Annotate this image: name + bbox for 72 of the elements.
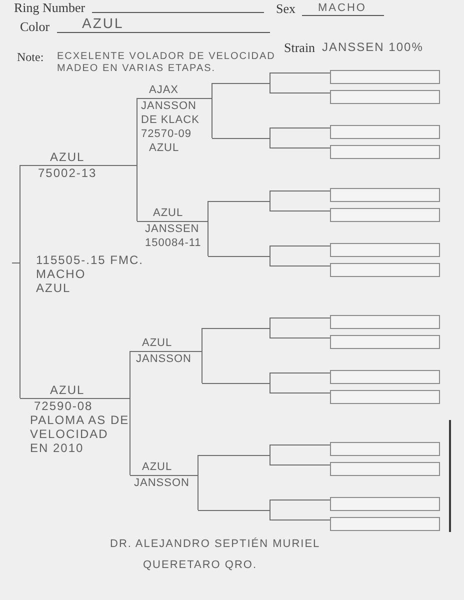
- pedigree-line: [212, 138, 270, 139]
- handwritten-text: JANSSEN: [145, 222, 200, 236]
- pedigree-line: [208, 256, 270, 257]
- handwritten-text: 72570-09: [141, 127, 192, 141]
- bracket-line: [136, 98, 138, 166]
- bracket-line: [270, 444, 330, 456]
- handwritten-text: JANSSON: [134, 476, 190, 490]
- form-label: Ring Number: [14, 0, 86, 15]
- handwritten-text: AZUL: [36, 281, 71, 295]
- pedigree-line: [208, 201, 270, 202]
- blank-entry-box: [330, 315, 440, 329]
- blank-entry-box: [330, 90, 440, 104]
- handwritten-text: AZUL: [50, 150, 85, 164]
- bracket-line: [270, 246, 330, 256]
- bracket-line: [270, 510, 330, 520]
- pedigree-line: [202, 328, 270, 329]
- bracket-line: [270, 372, 330, 384]
- handwritten-note: ECXELENTE VOLADOR DE VELOCIDAD MADEO EN VARIAS ETAPAS.: [57, 51, 276, 75]
- bracket-line: [270, 138, 330, 148]
- blank-entry-box: [330, 70, 440, 84]
- form-label: Color: [20, 19, 50, 34]
- blank-entry-box: [330, 243, 440, 257]
- blank-entry-box: [330, 497, 440, 511]
- pedigree-line: [202, 383, 270, 384]
- blank-entry-box: [330, 442, 440, 456]
- handwritten-text: PALOMA AS DE VELOCIDAD EN 2010: [30, 413, 130, 455]
- handwritten-signature: DR. ALEJANDRO SEPTIÉN MURIEL: [110, 537, 320, 551]
- bracket-line: [270, 328, 330, 338]
- form-label: Note:: [17, 50, 44, 64]
- pedigree-line: [212, 83, 270, 84]
- bracket-line: [270, 318, 330, 328]
- blank-entry-box: [330, 188, 440, 202]
- bracket-line: [270, 190, 330, 202]
- handwritten-text: AJAX: [149, 83, 179, 97]
- handwritten-text: MACHO: [318, 2, 366, 14]
- bracket-line: [270, 128, 330, 138]
- form-label: Strain: [284, 40, 316, 55]
- bracket-line: [270, 454, 330, 466]
- blank-entry-box: [330, 390, 440, 404]
- blank-entry-box: [330, 462, 440, 476]
- handwritten-text: AZUL: [142, 336, 172, 350]
- handwritten-text: AZUL: [153, 206, 184, 220]
- handwritten-text: 72590-08: [34, 399, 93, 413]
- bracket-line: [270, 256, 330, 266]
- bracket-line: [270, 500, 330, 510]
- handwritten-text: 115505-.15 FMC.: [36, 253, 144, 267]
- blank-entry-box: [330, 208, 440, 222]
- pedigree-line: [198, 455, 270, 456]
- blank-entry-box: [330, 517, 440, 531]
- handwritten-text: 75002-13: [38, 166, 97, 180]
- handwritten-text: AZUL: [50, 383, 85, 397]
- handwritten-text: QUERETARO QRO.: [143, 558, 258, 572]
- blank-entry-box: [330, 263, 440, 277]
- handwritten-text: AZUL: [149, 141, 180, 155]
- bracket-line: [270, 200, 330, 212]
- handwritten-text: AZUL: [82, 16, 124, 31]
- bracket-line: [136, 164, 138, 222]
- form-label: Sex: [276, 1, 296, 16]
- pedigree-line: [198, 510, 270, 511]
- handwritten-text: 150084-11: [145, 236, 202, 250]
- handwritten-text: JANSSON: [136, 352, 192, 366]
- handwritten-text: MACHO: [36, 267, 86, 281]
- bracket-line: [270, 72, 330, 84]
- handwritten-text: JANSSON DE KLACK: [141, 99, 200, 127]
- handwritten-text: JANSSEN 100%: [322, 40, 424, 54]
- handwritten-text: AZUL: [142, 460, 172, 474]
- blank-entry-box: [330, 370, 440, 384]
- bracket-line: [270, 82, 330, 94]
- bracket-line: [270, 382, 330, 394]
- blank-entry-box: [330, 125, 440, 139]
- blank-entry-box: [330, 335, 440, 349]
- blank-entry-box: [330, 145, 440, 159]
